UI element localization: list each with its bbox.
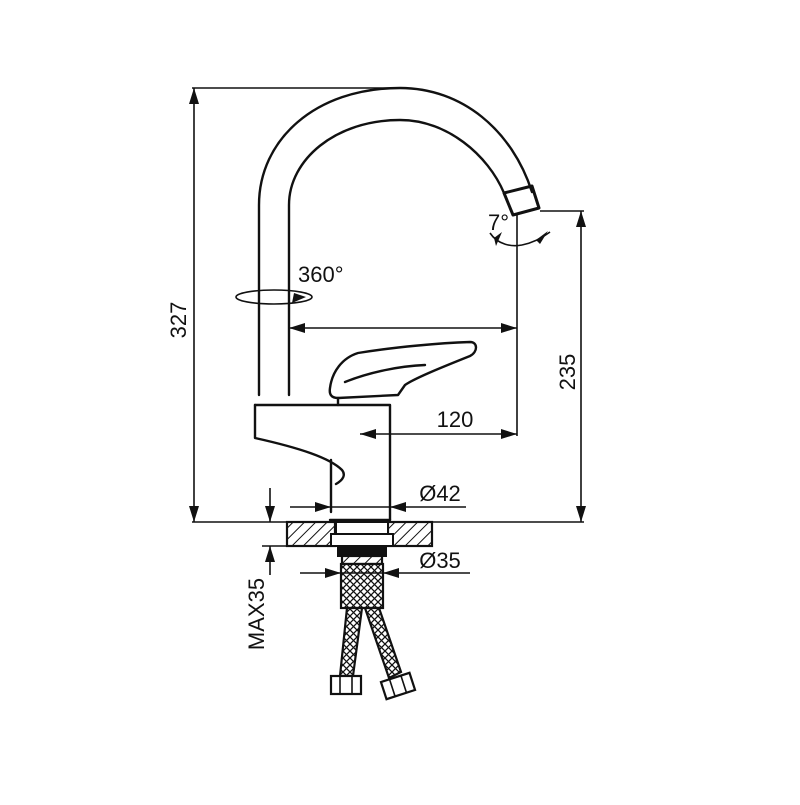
dimension-hole-diameter: Ø35 xyxy=(300,548,470,578)
total-height-label: 327 xyxy=(166,302,191,339)
outlet-height-label: 235 xyxy=(555,354,580,391)
body-diameter-label: Ø42 xyxy=(419,481,461,506)
dimension-max-counter: MAX35 xyxy=(244,488,287,650)
reach-label: 120 xyxy=(437,407,474,432)
swivel-rotation-indicator: 360° xyxy=(235,262,344,305)
dimension-outlet-height: 235 xyxy=(432,210,586,523)
spout-angle-indicator: 7° xyxy=(488,210,551,247)
lever-handle xyxy=(328,340,478,407)
faucet-body xyxy=(253,403,392,522)
max-counter-label: MAX35 xyxy=(244,578,269,650)
supply-hose-left xyxy=(329,606,364,696)
mounting-shank xyxy=(330,521,394,610)
dimension-total-height: 327 xyxy=(166,87,400,523)
dimension-reach: 120 xyxy=(289,215,518,439)
rotation-label: 360° xyxy=(298,262,344,287)
dimension-body-diameter: Ø42 xyxy=(290,481,466,512)
supply-hose-right xyxy=(363,606,417,701)
hole-diameter-label: Ø35 xyxy=(419,548,461,573)
angle-label: 7° xyxy=(488,210,509,235)
